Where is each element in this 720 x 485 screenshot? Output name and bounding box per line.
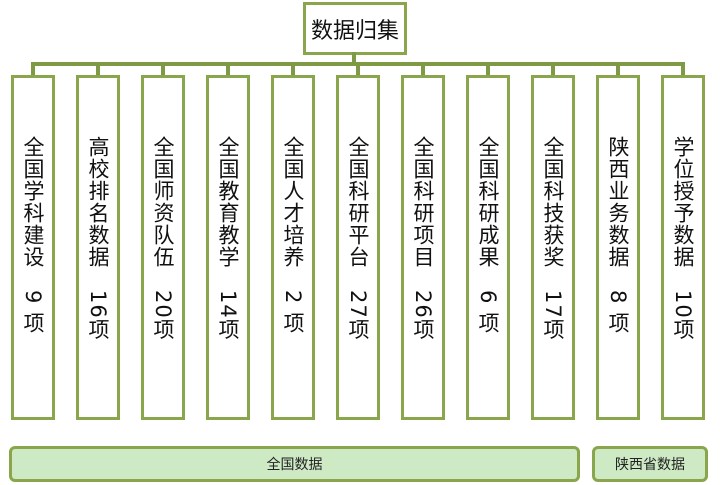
category-text: 全国科技获奖 17项 [538,136,568,341]
category-node: 全国教育教学 14项 [206,75,250,420]
branch-connector [551,64,555,76]
category-count: 10项 [671,290,695,341]
category-node: 全国科技获奖 17项 [531,75,575,420]
category-text: 高校排名数据 16项 [83,136,113,341]
category-label: 陕西业务数据 [606,136,630,268]
category-node: 高校排名数据 16项 [76,75,120,420]
category-text: 全国人才培养 2 项 [278,136,308,334]
category-count: 26项 [411,290,435,341]
root-connector [352,52,356,66]
branch-connector [356,64,360,76]
category-label: 全国学科建设 [21,136,45,268]
branch-connector [681,64,685,76]
category-node: 全国人才培养 2 项 [271,75,315,420]
group-label: 陕西省数据 [615,457,685,473]
group-shaanxi-data: 陕西省数据 [592,446,708,482]
category-text: 全国科研平台 27项 [343,136,373,341]
category-label: 全国人才培养 [281,136,305,268]
category-node: 全国科研成果 6 项 [466,75,510,420]
category-label: 全国科研项目 [411,136,435,268]
branch-connector [161,64,165,76]
category-label: 高校排名数据 [86,136,110,268]
branch-connector [616,64,620,76]
category-label: 全国科技获奖 [541,136,565,268]
category-node: 全国科研平台 27项 [336,75,380,420]
category-label: 学位授予数据 [671,136,695,268]
category-label: 全国科研成果 [476,136,500,268]
category-count: 27项 [346,290,370,341]
root-node: 数据归集 [303,2,407,55]
category-node: 全国师资队伍 20项 [141,75,185,420]
branch-connector [31,64,35,76]
category-count: 14项 [216,290,240,341]
category-text: 全国科研项目 26项 [408,136,438,341]
category-text: 全国师资队伍 20项 [148,136,178,341]
group-national-data: 全国数据 [9,446,580,482]
branch-connector [291,64,295,76]
category-label: 全国教育教学 [216,136,240,268]
category-node: 学位授予数据 10项 [661,75,705,420]
category-count: 6 项 [476,290,500,335]
category-label: 全国师资队伍 [151,136,175,268]
category-label: 全国科研平台 [346,136,370,268]
category-text: 全国学科建设 9 项 [18,136,48,334]
category-count: 20项 [151,290,175,341]
category-count: 17项 [541,290,565,341]
branch-connector [96,64,100,76]
category-count: 9 项 [21,290,45,335]
category-node: 全国学科建设 9 项 [11,75,55,420]
category-count: 2 项 [281,290,305,335]
category-text: 全国教育教学 14项 [213,136,243,341]
branch-connector [226,64,230,76]
branch-connector [486,64,490,76]
category-text: 全国科研成果 6 项 [473,136,503,334]
group-label: 全国数据 [266,457,323,473]
category-count: 8 项 [606,290,630,335]
category-node: 全国科研项目 26项 [401,75,445,420]
category-text: 陕西业务数据 8 项 [603,136,633,334]
category-text: 学位授予数据 10项 [668,136,698,341]
category-count: 16项 [86,290,110,341]
category-node: 陕西业务数据 8 项 [596,75,640,420]
branch-connector [421,64,425,76]
